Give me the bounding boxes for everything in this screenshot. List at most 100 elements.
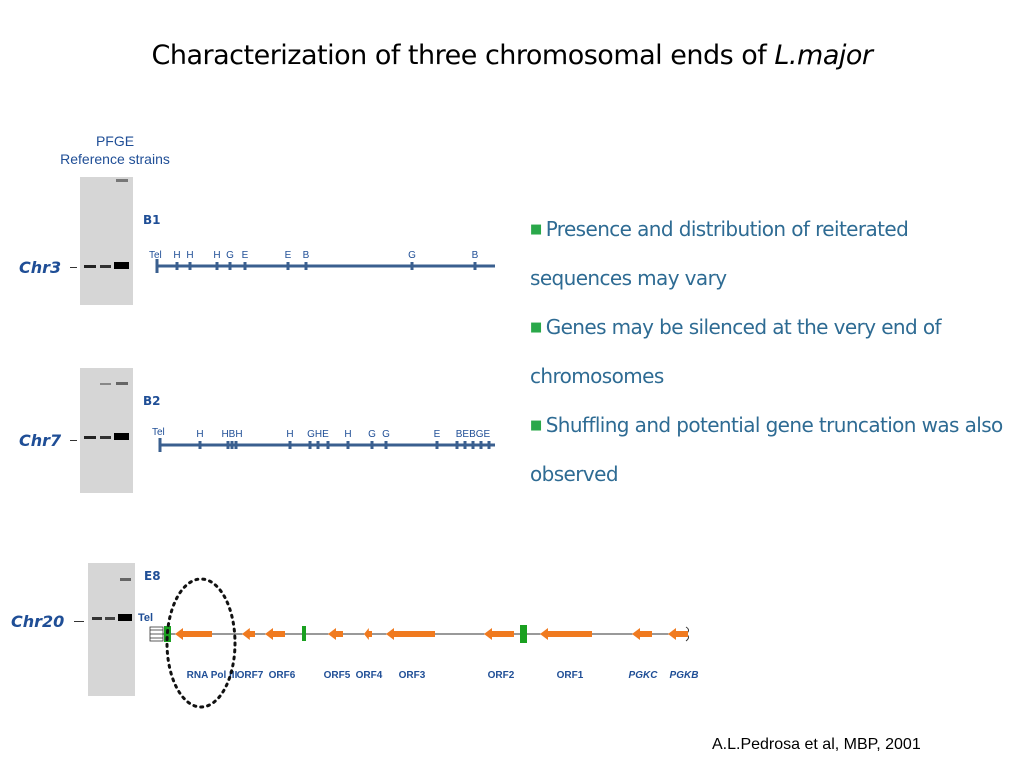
gene-arrow [639,631,652,637]
gene-label: ORF6 [269,670,296,681]
gene-label: ORF4 [356,670,383,681]
gene-label: PGKC [629,670,659,681]
highlight-circle [165,577,237,709]
site-mark [304,262,308,270]
site-mark [243,262,247,270]
gel-image-chr7 [80,368,133,493]
site-mark [228,262,232,270]
gene-arrow [335,631,343,637]
site-label: H [286,429,293,440]
gene-label: ORF3 [399,670,426,681]
gene-label: ORF2 [488,670,515,681]
gene-arrow-head [484,628,492,640]
site-mark [410,262,414,270]
site-mark [463,441,467,449]
gene-arrow [393,631,435,637]
site-label: H [173,250,180,261]
gene-block [302,626,306,641]
site-mark [487,441,491,449]
gene-arrow [491,631,514,637]
site-mark [288,441,292,449]
bullet-item: ■Genes may be silenced at the very end o… [530,315,942,388]
gene-arrow-head [242,628,250,640]
gene-arrow [547,631,592,637]
gene-arrow [675,631,688,637]
bullet-item: ■Presence and distribution of reiterated… [530,217,909,290]
tel-label-b2: Tel [152,427,165,438]
site-mark [286,262,290,270]
gene-block [520,625,527,643]
site-mark [346,441,350,449]
gene-arrow-head [265,628,273,640]
gene-arrow-head [175,628,183,640]
site-mark [198,441,202,449]
site-mark [226,441,230,449]
site-mark [455,441,459,449]
bullet-list: ■Presence and distribution of reiterated… [530,205,1010,499]
gene-arrow-head [364,628,369,640]
map-name-b1: B1 [143,213,161,227]
site-mark [175,262,179,270]
chromosome-label-chr3: Chr3 [19,258,62,277]
site-mark [435,441,439,449]
bullet-square-icon: ■ [530,320,542,335]
gene-arrow-head [668,628,676,640]
site-label: H [186,250,193,261]
site-mark [473,262,477,270]
species-name: L.major [774,40,873,71]
bullet-square-icon: ■ [530,418,542,433]
gene-arrow-head [540,628,548,640]
site-mark [326,441,330,449]
site-mark [384,441,388,449]
gene-arrow-head [328,628,336,640]
bullet-square-icon: ■ [530,222,542,237]
site-label: H [344,429,351,440]
site-label: G [382,429,390,440]
site-mark [230,441,234,449]
gene-arrow-head [632,628,640,640]
pfge-label: PFGE Reference strains [60,133,170,167]
site-label: H [196,429,203,440]
gene-label: PGKB [670,670,699,681]
site-label: B [472,250,479,261]
site-mark [471,441,475,449]
chromosome-label-chr20: Chr20 [11,612,65,631]
site-label: E [285,250,292,261]
site-mark [188,262,192,270]
slide-title: Characterization of three chromosomal en… [151,40,873,71]
map-name-b2: B2 [143,394,161,408]
site-label: GHE [307,429,329,440]
gene-arrow-head [386,628,394,640]
site-mark [316,441,320,449]
site-label: B [303,250,310,261]
site-mark [308,441,312,449]
citation: A.L.Pedrosa et al, MBP, 2001 [712,736,921,753]
site-label: E [434,429,441,440]
gene-arrow [367,631,372,637]
gene-label: ORF1 [557,670,584,681]
gene-block [164,626,171,642]
gene-arrow [272,631,285,637]
gene-label: ORF5 [324,670,351,681]
site-label: BEBGE [456,429,491,440]
site-label: E [242,250,249,261]
site-label: H [213,250,220,261]
gene-label: RNA Pol III [187,670,238,681]
tel-label-e8: Tel [138,612,153,624]
gene-label: ORF7 [237,670,264,681]
gel-image-chr3 [80,177,133,305]
gene-arrow [248,631,255,637]
site-label: HBH [221,429,242,440]
bullet-item: ■Shuffling and potential gene truncation… [530,413,1003,486]
site-label: G [408,250,416,261]
gene-arrow [182,631,212,637]
site-mark [234,441,238,449]
site-label: G [226,250,234,261]
site-mark [479,441,483,449]
site-mark [370,441,374,449]
